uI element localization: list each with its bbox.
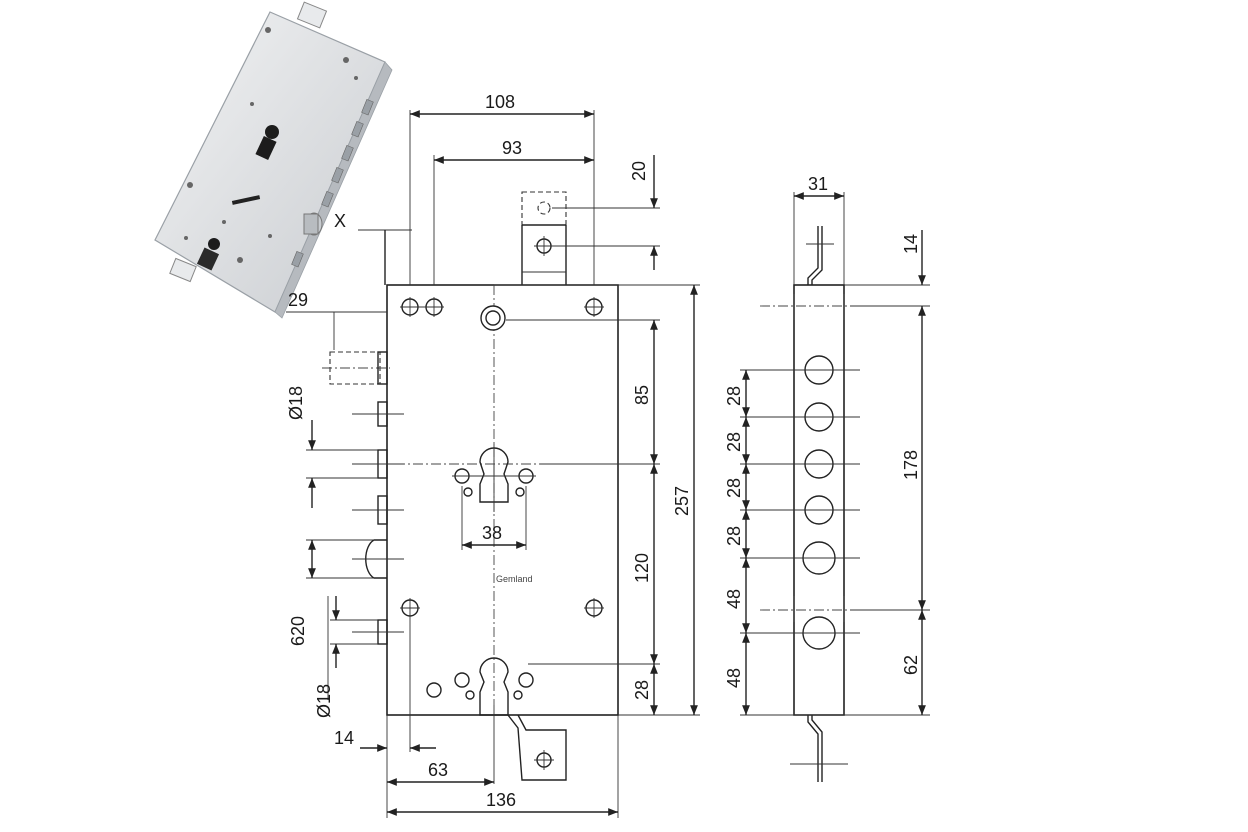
dim-backset-vertical: 620: [288, 616, 308, 646]
cylinder-hole-icon: [255, 125, 279, 161]
dim-width-top-outer: 108: [485, 92, 515, 112]
dim-bolt-pitch-2: 28: [724, 432, 744, 452]
dim-lower-pitch-1: 48: [724, 589, 744, 609]
dim-top-tab-offset: 20: [629, 161, 649, 181]
front-bolts: [322, 351, 404, 645]
dim-thickness: 31: [808, 174, 828, 194]
front-dimension-labels: 108 93 20 29 Ø18 85 120 28 257 38 620 Ø1…: [286, 92, 692, 810]
dim-bolt-pitch-3: 28: [724, 478, 744, 498]
lower-cylinder-icon: [196, 238, 220, 271]
dim-latch-projection: 29: [288, 290, 308, 310]
dim-overall-width: 136: [486, 790, 516, 810]
dim-bottom-hole: 28: [632, 680, 652, 700]
latch-bolt-icon: [303, 212, 323, 236]
dim-bolt-pitch-1: 28: [724, 386, 744, 406]
dim-overall-height: 257: [672, 486, 692, 516]
side-dimension-lines: [740, 192, 930, 716]
lock-case-outline: [386, 284, 619, 716]
dim-side-bottom-offset: 62: [901, 655, 921, 675]
side-dimension-labels: 31 14 28 28 28 28 48 48 178 62: [724, 174, 921, 688]
dim-cylinder-hole-spacing: 38: [482, 523, 502, 543]
lock-product-image: [154, 1, 393, 319]
dim-cylinder-to-top: 85: [632, 385, 652, 405]
dim-cylinder-to-bottom: 120: [632, 553, 652, 583]
dim-bolt-diameter-top: Ø18: [286, 386, 306, 420]
dim-bolt-diameter-bottom: Ø18: [314, 684, 334, 718]
dim-bolt-pitch-4: 28: [724, 526, 744, 546]
dim-width-top-inner: 93: [502, 138, 522, 158]
brand-label: Gemland: [496, 574, 533, 584]
callout-x-label: X: [334, 211, 346, 231]
dim-lower-offset: 14: [334, 728, 354, 748]
front-dimension-lines: [286, 110, 700, 818]
dim-side-top-offset: 14: [901, 234, 921, 254]
side-view: [760, 226, 880, 782]
dim-bolt-span: 178: [901, 450, 921, 480]
front-top-holes: [400, 297, 604, 331]
cylinder-keyhole-icon: [452, 444, 536, 512]
dim-backset: 63: [428, 760, 448, 780]
front-view: Gemland: [322, 191, 619, 781]
dim-lower-pitch-2: 48: [724, 668, 744, 688]
lower-keyhole-icon: [426, 657, 534, 716]
